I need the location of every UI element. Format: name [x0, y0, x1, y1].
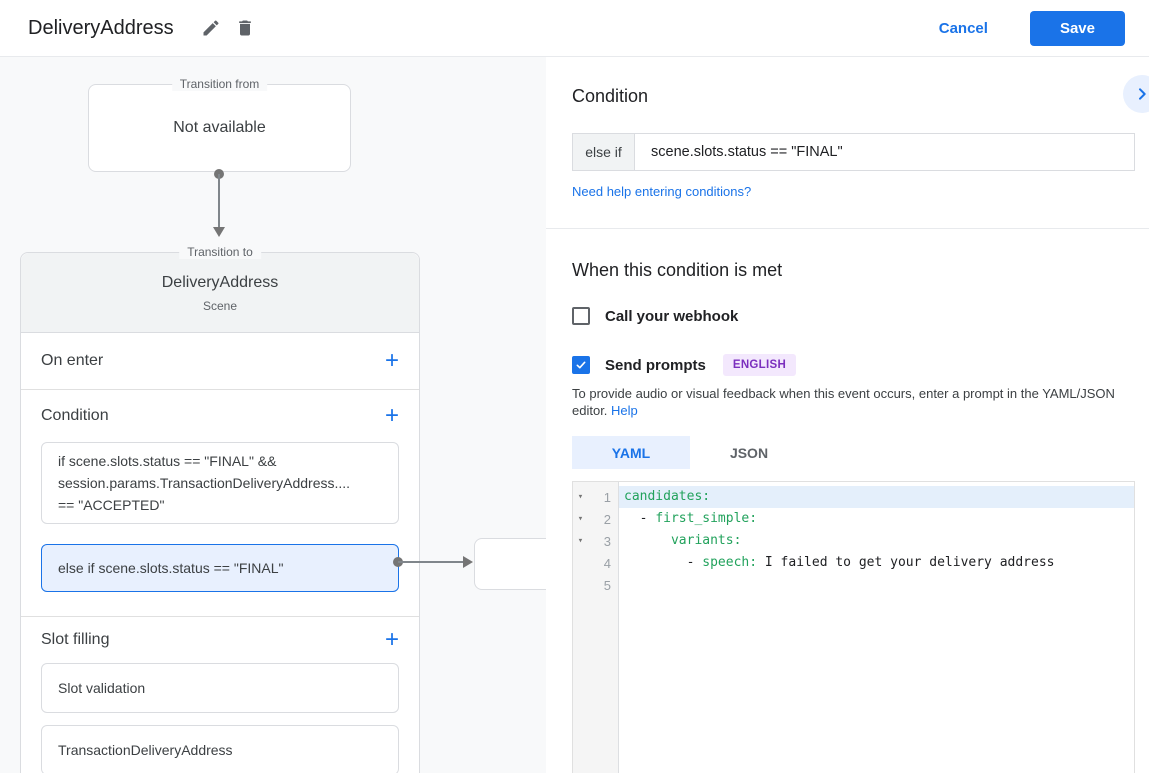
trash-icon [238, 20, 251, 36]
chevron-right-icon [1139, 88, 1146, 100]
code-line[interactable]: candidates: [619, 486, 1134, 508]
conditions-help-link[interactable]: Need help entering conditions? [572, 184, 752, 199]
code-line[interactable]: variants: [619, 530, 1134, 552]
arrow-down-icon [213, 227, 225, 237]
check-icon [576, 361, 586, 369]
yaml-text-token: - [624, 511, 656, 526]
add-on-enter-icon[interactable]: + [384, 347, 399, 374]
scene-card: Transition to DeliveryAddress Scene On e… [20, 245, 420, 773]
condition-text-line: == "ACCEPTED" [58, 497, 165, 513]
editor-code-area[interactable]: candidates: - first_simple: variants: - … [619, 482, 1134, 773]
send-prompts-label: Send prompts [605, 356, 706, 374]
prompts-description: To provide audio or visual feedback when… [572, 385, 1135, 419]
yaml-key-token: speech: [702, 555, 758, 570]
connector-line [398, 561, 464, 563]
section-divider [546, 228, 1149, 229]
code-line[interactable] [619, 574, 1134, 596]
scene-diagram-panel: Transition from Not available Transition… [0, 57, 546, 773]
fold-toggle-icon[interactable]: ▾ [577, 514, 584, 524]
yaml-key-token: candidates: [624, 489, 711, 504]
add-slot-icon[interactable]: + [384, 626, 399, 653]
slot-box[interactable]: Slot validation [41, 663, 399, 713]
line-number: 4 [603, 555, 611, 571]
line-number: 2 [603, 511, 611, 527]
page-title: DeliveryAddress [28, 16, 174, 39]
transition-to-label: Transition to [179, 245, 261, 259]
condition-section-head: Condition + [41, 390, 407, 442]
slot-filling-label: Slot filling [41, 631, 110, 648]
yaml-key-token: first_simple: [655, 511, 758, 526]
detail-heading: Condition [572, 86, 649, 106]
condition-expression-field: else if scene.slots.status == "FINAL" [572, 133, 1135, 171]
gutter-row: ▾2 [573, 508, 618, 530]
gutter-row: ▾1 [573, 486, 618, 508]
slot-filling-head: Slot filling + [41, 617, 407, 663]
condition-expression-input[interactable]: scene.slots.status == "FINAL" [651, 144, 843, 160]
code-line[interactable]: - speech: I failed to get your delivery … [619, 552, 1134, 574]
send-prompts-checkbox[interactable] [572, 356, 590, 374]
pencil-icon [203, 20, 219, 36]
description-text: To provide audio or visual feedback when… [572, 386, 1115, 418]
gutter-row: ▾3 [573, 530, 618, 552]
condition-box[interactable]: if scene.slots.status == "FINAL" && sessi… [41, 442, 399, 524]
condition-section-label: Condition [41, 407, 109, 424]
cancel-button[interactable]: Cancel [938, 19, 988, 37]
add-condition-icon[interactable]: + [384, 402, 399, 429]
when-condition-met-heading: When this condition is met [572, 260, 783, 280]
connector-line [218, 174, 220, 228]
webhook-row: Call your webhook [572, 307, 1135, 325]
yaml-text-token: - [624, 555, 703, 570]
call-webhook-checkbox[interactable] [572, 307, 590, 325]
on-enter-label: On enter [41, 352, 104, 369]
app-header: DeliveryAddress Cancel Save [0, 0, 1149, 57]
condition-text-line: session.params.TransactionDeliveryAddres… [58, 475, 351, 491]
slot-box[interactable]: TransactionDeliveryAddress [41, 725, 399, 773]
line-number: 5 [603, 577, 611, 593]
condition-text-line: else if scene.slots.status == "FINAL" [58, 560, 284, 576]
scene-name: DeliveryAddress [161, 274, 279, 291]
code-line[interactable]: - first_simple: [619, 508, 1134, 530]
transition-target-box [474, 538, 546, 590]
yaml-key-token: variants: [670, 533, 742, 548]
yaml-text-token: I failed to get your delivery address [757, 555, 1055, 570]
condition-box-selected[interactable]: else if scene.slots.status == "FINAL" [41, 544, 399, 592]
transition-from-box: Transition from Not available [88, 77, 351, 172]
scene-type: Scene [202, 299, 238, 313]
edit-icon[interactable] [194, 11, 228, 45]
line-number: 3 [603, 533, 611, 549]
fold-toggle-icon[interactable]: ▾ [577, 492, 584, 502]
condition-detail-panel: Condition else if scene.slots.status == … [546, 57, 1149, 773]
line-number: 1 [603, 489, 611, 505]
main-area: Transition from Not available Transition… [0, 57, 1149, 773]
tab-yaml[interactable]: YAML [572, 436, 690, 469]
help-link[interactable]: Help [611, 403, 638, 418]
tab-json[interactable]: JSON [729, 444, 769, 461]
arrow-right-icon [463, 556, 473, 568]
send-prompts-row: Send prompts ENGLISH [572, 354, 1135, 376]
language-badge: ENGLISH [722, 354, 797, 376]
gutter-row: 5 [573, 574, 618, 596]
transition-from-value: Not available [173, 119, 266, 136]
editor-tabs: YAML JSON [572, 436, 1135, 469]
condition-list: if scene.slots.status == "FINAL" && sessi… [41, 442, 399, 592]
condition-section: Condition + if scene.slots.status == "FI… [21, 390, 419, 617]
transition-from-label: Transition from [171, 77, 268, 91]
collapse-panel-button[interactable] [1123, 75, 1149, 113]
gutter-row: 4 [573, 552, 618, 574]
yaml-text-token [624, 533, 671, 548]
on-enter-row[interactable]: On enter + [21, 333, 419, 390]
condition-text-line: if scene.slots.status == "FINAL" && [58, 453, 277, 469]
fold-toggle-icon[interactable]: ▾ [577, 536, 584, 546]
delete-icon[interactable] [228, 11, 262, 45]
scene-card-header: DeliveryAddress Scene [21, 253, 419, 333]
condition-prefix: else if [573, 134, 635, 170]
save-button[interactable]: Save [1029, 10, 1125, 46]
call-webhook-label: Call your webhook [605, 307, 739, 325]
